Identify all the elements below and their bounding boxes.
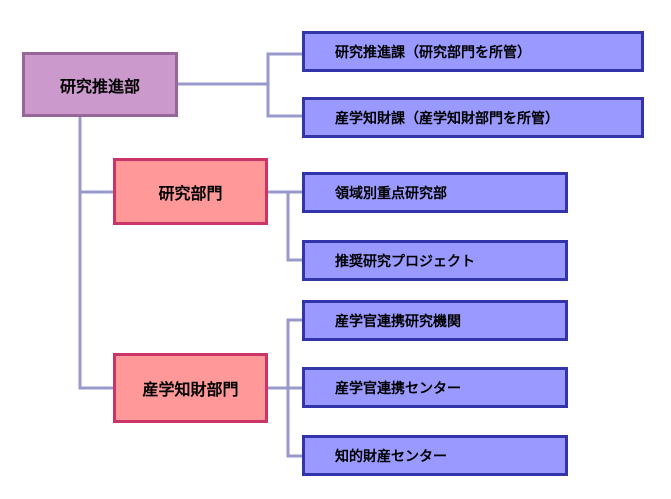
department-node-industry-ip: 産学知財部門 — [113, 353, 268, 423]
connector-root-trunk — [78, 115, 115, 390]
leaf-node-collab-institute: 産学官連携研究機関 — [302, 300, 568, 341]
leaf-node-recommended-project: 推奨研究プロジェクト — [302, 240, 568, 281]
connector-root-sections — [176, 52, 304, 118]
section-node-industry-ip: 産学知財課（産学知財部門を所管） — [302, 97, 644, 138]
leaf-node-collab-center: 産学官連携センター — [302, 367, 568, 408]
department-node-label: 産学知財部門 — [142, 380, 239, 399]
leaf-node-label: 知的財産センター — [335, 448, 447, 465]
section-node-label: 研究推進課（研究部門を所管） — [335, 44, 531, 61]
leaf-node-label: 推奨研究プロジェクト — [335, 253, 475, 270]
root-node: 研究推進部 — [22, 52, 178, 117]
root-node-label: 研究推進部 — [59, 76, 140, 96]
leaf-node-label: 領域別重点研究部 — [335, 185, 447, 202]
department-node-label: 研究部門 — [158, 183, 223, 203]
department-node-research: 研究部門 — [113, 158, 268, 225]
section-node-label: 産学知財課（産学知財部門を所管） — [335, 110, 559, 127]
leaf-node-priority-research: 領域別重点研究部 — [302, 172, 568, 213]
leaf-node-ip-center: 知的財産センター — [302, 435, 568, 476]
connector-dept2-children — [266, 318, 304, 458]
leaf-node-label: 産学官連携研究機関 — [335, 313, 461, 330]
connector-dept1-children — [266, 190, 304, 262]
leaf-node-label: 産学官連携センター — [335, 380, 461, 397]
section-node-research-promotion: 研究推進課（研究部門を所管） — [302, 31, 644, 72]
